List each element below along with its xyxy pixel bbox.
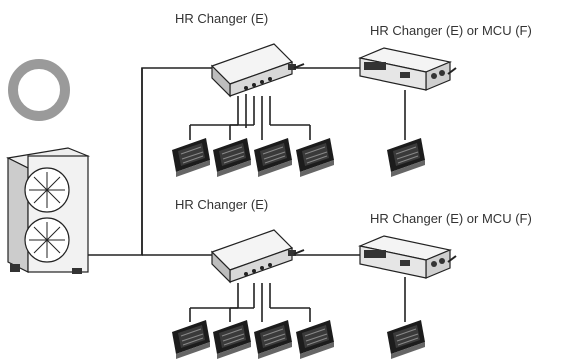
indoor-unit: [212, 319, 252, 359]
mcu-bottom: [359, 235, 457, 279]
indoor-unit: [171, 137, 211, 178]
label-mcu-top: HR Changer (E) or MCU (F): [370, 23, 532, 38]
indoor-unit: [253, 137, 293, 178]
piping: [88, 67, 406, 322]
label-mcu-bottom: HR Changer (E) or MCU (F): [370, 211, 532, 226]
indoor-unit: [295, 137, 335, 178]
hr-changer-bottom: [211, 229, 305, 283]
label-hr-changer-top: HR Changer (E): [175, 11, 269, 26]
ring-symbol: [8, 59, 70, 121]
outdoor-unit: [6, 147, 91, 274]
hr-changer-top: [211, 43, 305, 97]
label-hr-changer-bottom: HR Changer (E): [175, 197, 269, 212]
indoor-unit: [253, 319, 293, 359]
indoor-unit: [171, 319, 211, 359]
mcu-top: [359, 47, 457, 91]
indoor-unit: [386, 319, 426, 359]
indoor-unit: [386, 137, 426, 178]
indoor-unit: [212, 137, 252, 178]
indoor-unit: [295, 319, 335, 359]
